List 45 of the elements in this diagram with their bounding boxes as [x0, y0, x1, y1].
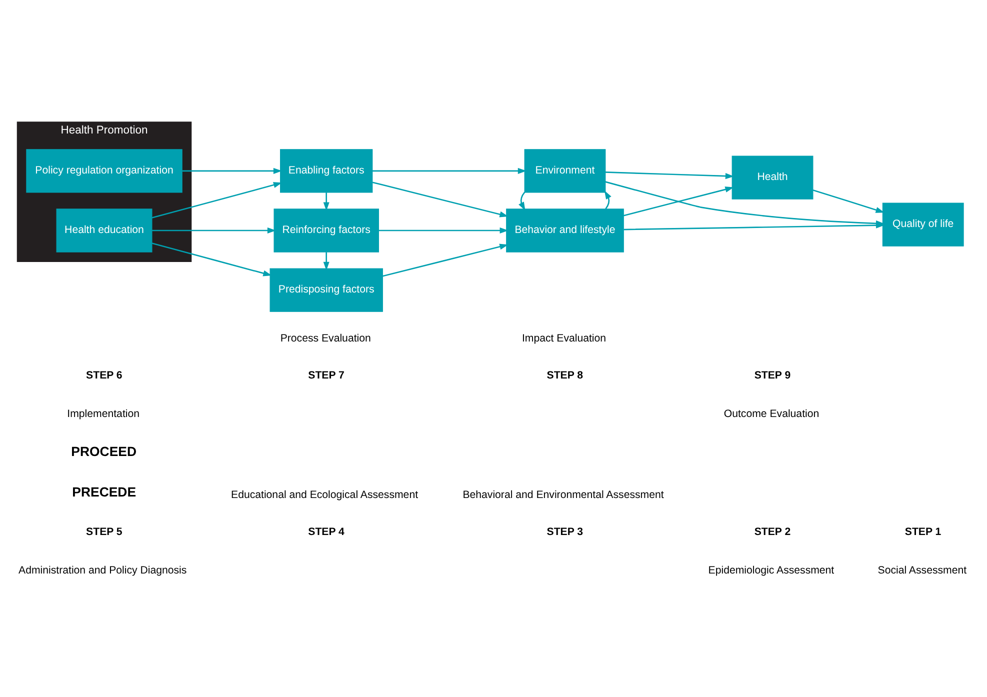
- label: STEP 1: [904, 525, 942, 538]
- label: STEP 7: [308, 369, 344, 382]
- node-box: Health education: [56, 208, 152, 252]
- label: PRECEDE: [72, 484, 136, 500]
- label: Outcome Evaluation: [724, 408, 820, 420]
- label: STEP 5: [86, 525, 122, 538]
- node-box: Quality of life: [882, 202, 964, 246]
- arrow: [372, 181, 508, 217]
- node-box: Policy regulation organization: [26, 148, 182, 192]
- arrow: [623, 186, 734, 216]
- arrow: [152, 182, 282, 218]
- label: STEP 8: [546, 369, 584, 382]
- arrow: [382, 243, 508, 276]
- arrow: [182, 167, 282, 174]
- arrow: [323, 192, 330, 210]
- arrow: [323, 252, 330, 270]
- label: Process Evaluation: [280, 332, 371, 344]
- label: Implementation: [67, 408, 140, 420]
- label: STEP 6: [86, 369, 122, 382]
- arrow: [604, 190, 612, 209]
- label: STEP 9: [754, 369, 791, 382]
- arrow: [152, 242, 272, 276]
- label: PROCEED: [71, 444, 137, 459]
- arrow: [605, 171, 734, 179]
- arrow: [378, 226, 508, 234]
- arrow: [518, 191, 526, 210]
- label: Administration and Policy Diagnosis: [18, 564, 187, 576]
- label: STEP 2: [754, 525, 791, 538]
- arrow: [605, 180, 885, 226]
- label: Educational and Ecological Assessment: [231, 488, 418, 500]
- node-box: Enabling factors: [280, 148, 373, 192]
- label: STEP 3: [546, 525, 584, 538]
- label: Epidemiologic Assessment: [708, 564, 834, 576]
- node-box: Reinforcing factors: [274, 208, 379, 252]
- node-box: Environment: [524, 148, 606, 192]
- label: Impact Evaluation: [522, 332, 606, 344]
- arrow: [372, 167, 527, 174]
- arrow: [812, 188, 884, 212]
- node-box: Behavior and lifestyle: [506, 208, 624, 252]
- arrow: [152, 226, 276, 234]
- label: Behavioral and Environmental Assessment: [462, 488, 664, 500]
- label: Social Assessment: [878, 564, 967, 576]
- node-box: Health: [732, 155, 814, 199]
- node-box: Predisposing factors: [270, 268, 383, 312]
- label: STEP 4: [308, 525, 344, 538]
